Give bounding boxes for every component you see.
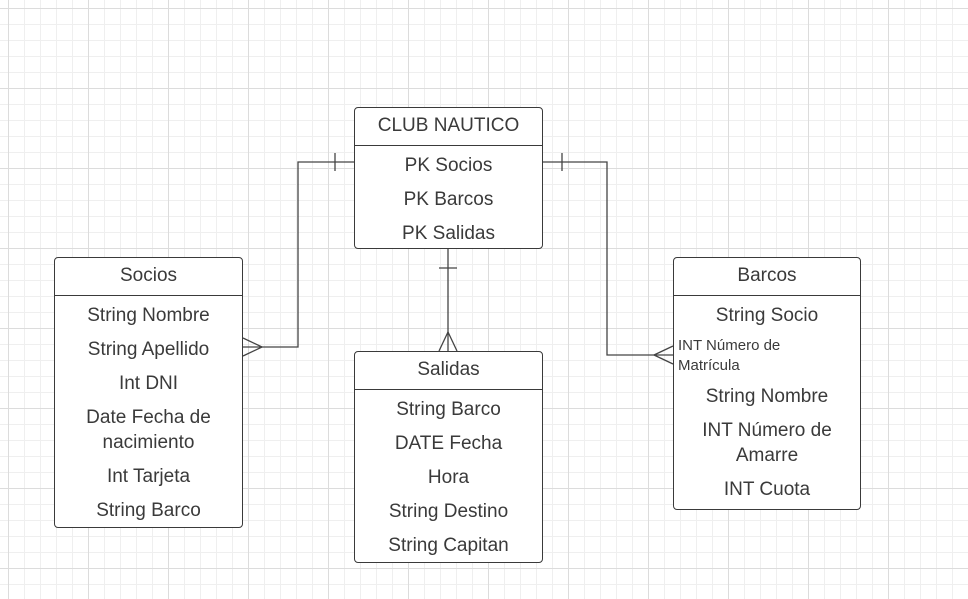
entity-title: Socios [55, 258, 242, 296]
entity-fields: String Barco DATE Fecha Hora String Dest… [355, 390, 542, 562]
field-numero-amarre: INT Número de Amarre [702, 420, 832, 466]
field-fecha-nacimiento: Date Fecha de nacimiento [86, 407, 211, 453]
entity-socios[interactable]: Socios String Nombre String Apellido Int… [54, 257, 243, 528]
crow-foot-barcos-upper [653, 345, 674, 356]
entity-club-nautico[interactable]: CLUB NAUTICO PK Socios PK Barcos PK Sali… [354, 107, 543, 249]
crow-foot-salidas-left [438, 331, 449, 352]
connector-club-salidas [438, 249, 458, 352]
connector-line-club-barcos [543, 161, 673, 356]
entity-fields: PK Socios PK Barcos PK Salidas [355, 146, 542, 248]
crow-foot-barcos-lower [653, 354, 674, 365]
entity-title: Salidas [355, 352, 542, 390]
field-pk-socios: PK Socios [404, 155, 493, 176]
field-barco: String Barco [96, 500, 201, 521]
crow-foot-socios-upper [242, 337, 263, 348]
field-apellido: String Apellido [87, 339, 210, 360]
field-socio: String Socio [715, 305, 819, 326]
field-tarjeta: Int Tarjeta [106, 466, 191, 487]
entity-title: Barcos [674, 258, 860, 296]
field-destino: String Destino [388, 501, 509, 522]
field-capitan: String Capitan [388, 535, 509, 556]
connector-club-socios [242, 153, 354, 357]
connector-line-club-socios [243, 161, 354, 348]
field-fecha: DATE Fecha [394, 433, 503, 454]
field-pk-salidas: PK Salidas [402, 223, 495, 244]
entity-fields: String Socio INT Número de Matrícula Str… [674, 296, 860, 507]
field-pk-barcos: PK Barcos [403, 189, 494, 210]
crow-foot-salidas-right [447, 331, 458, 352]
entity-fields: String Nombre String Apellido Int DNI Da… [55, 296, 242, 527]
field-nombre: String Nombre [705, 386, 829, 407]
field-cuota: INT Cuota [723, 479, 811, 500]
field-numero-matricula: INT Número de Matrícula [678, 337, 781, 374]
field-hora: Hora [427, 467, 470, 488]
field-dni: Int DNI [118, 373, 179, 394]
field-nombre: String Nombre [87, 305, 210, 326]
entity-barcos[interactable]: Barcos String Socio INT Número de Matríc… [673, 257, 861, 510]
entity-salidas[interactable]: Salidas String Barco DATE Fecha Hora Str… [354, 351, 543, 563]
crow-foot-socios-lower [242, 346, 263, 357]
entity-title: CLUB NAUTICO [355, 108, 542, 146]
connector-club-barcos [543, 153, 674, 365]
field-barco: String Barco [396, 399, 501, 420]
